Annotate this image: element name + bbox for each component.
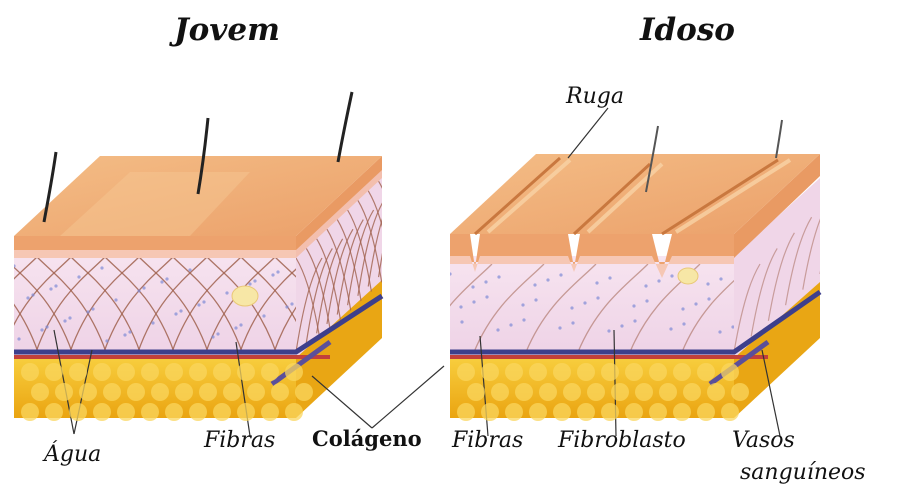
label-collagen: Colágeno (312, 428, 422, 449)
label-wrinkle: Ruga (566, 86, 624, 108)
young-gland (232, 286, 258, 306)
old-gland (678, 268, 698, 284)
title-old: Idoso (640, 12, 735, 48)
fat-globules (21, 363, 749, 421)
label-fibers-right: Fibras (452, 430, 523, 452)
label-vessels-line1: Vasos (732, 430, 795, 452)
label-fibroblast: Fibroblasto (558, 430, 686, 452)
label-water: Água (44, 444, 101, 466)
label-vessels-line2: sanguíneos (740, 462, 866, 484)
title-young: Jovem (174, 12, 280, 48)
label-fibers-left: Fibras (204, 430, 275, 452)
